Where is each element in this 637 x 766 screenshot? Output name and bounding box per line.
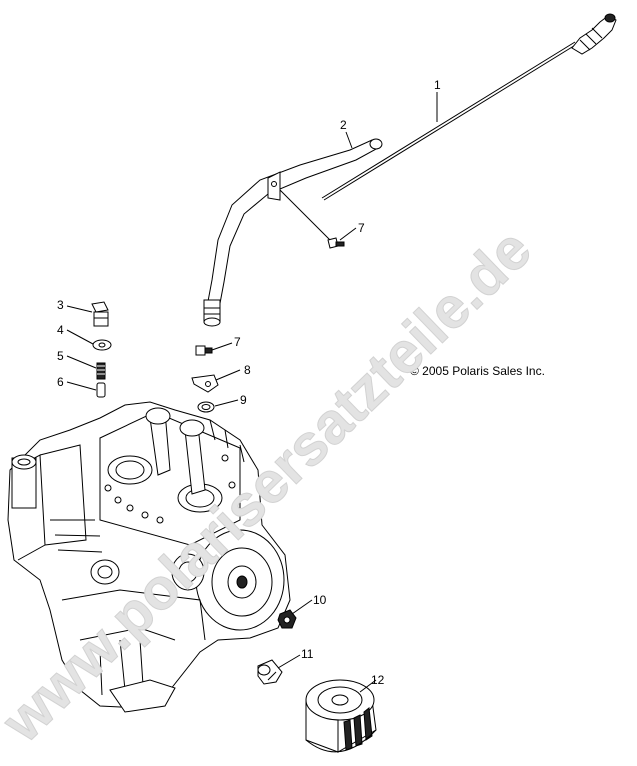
spring-part-5: [96, 362, 106, 380]
fitting-part-11: [257, 659, 283, 685]
plug-part-10: [277, 609, 297, 629]
callout-7-upper: 7: [358, 221, 365, 235]
engine-crankcase: [7, 401, 291, 713]
callout-11: 11: [301, 647, 314, 661]
callout-2: 2: [340, 118, 347, 132]
callout-labels: 1 2 3 4 5 6 7 7 8 9 10 11 12: [57, 78, 441, 687]
callout-4: 4: [57, 323, 64, 337]
callout-3: 3: [57, 298, 64, 312]
dowel-part-6: [96, 382, 106, 398]
callout-5: 5: [57, 349, 64, 363]
washer-part-4: [92, 339, 112, 351]
bracket-part-8: [191, 374, 219, 393]
dipstick-tube-part-2: [203, 138, 383, 327]
oring-part-9: [197, 401, 215, 413]
callout-8: 8: [244, 363, 251, 377]
bolt-part-7-lower: [195, 345, 213, 356]
callout-12: 12: [371, 673, 385, 687]
callout-1: 1: [434, 78, 441, 92]
dipstick-part-1: [321, 13, 617, 201]
callout-9: 9: [240, 393, 247, 407]
bolt-part-3: [91, 301, 109, 327]
copyright-text: © 2005 Polaris Sales Inc.: [410, 364, 545, 378]
bolt-part-7-upper: [327, 237, 345, 249]
callout-10: 10: [313, 593, 327, 607]
leader-lines: [66, 92, 438, 693]
callout-6: 6: [57, 375, 64, 389]
callout-7-lower: 7: [234, 335, 241, 349]
oil-filter-part-12: [305, 679, 377, 753]
